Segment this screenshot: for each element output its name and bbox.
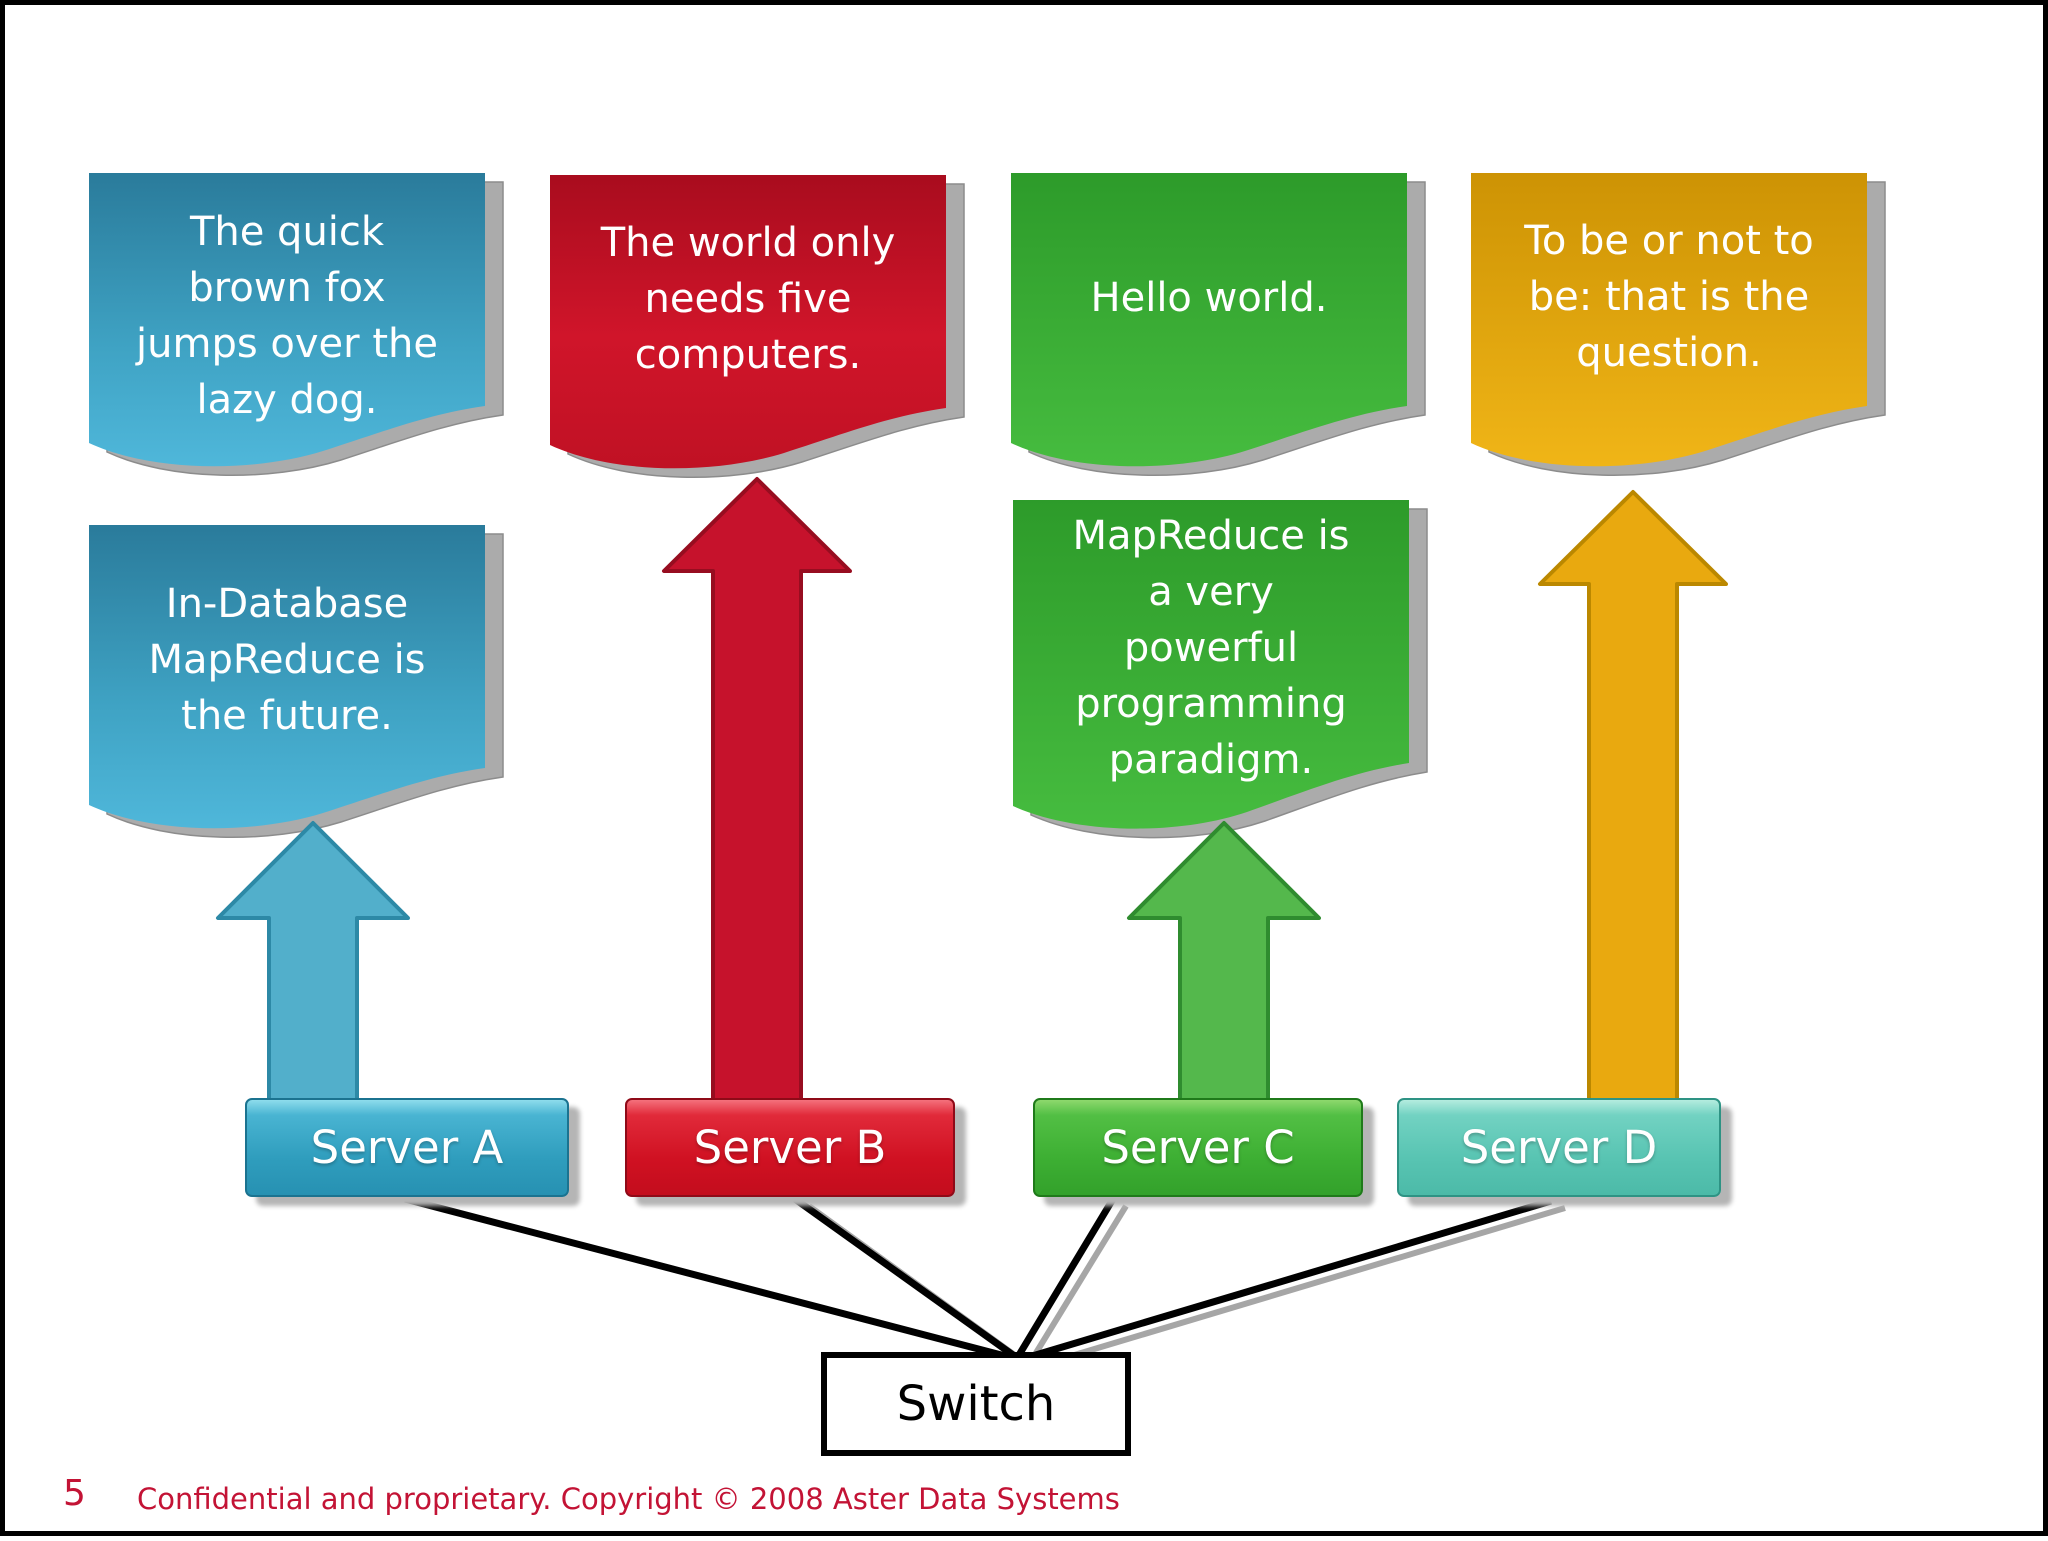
banner-flag-shape <box>1011 173 1426 476</box>
switch-label: Switch <box>896 1376 1056 1432</box>
server-d-box: Server D <box>1397 1098 1721 1197</box>
banner-line: question. <box>1576 330 1762 376</box>
banner-line: computers. <box>634 332 862 378</box>
banner-line: MapReduce is <box>148 637 426 683</box>
connection-shadow-d <box>1040 1205 1566 1368</box>
banner-line: MapReduce is <box>1072 513 1350 559</box>
banner-line: lazy dog. <box>196 376 378 423</box>
page-number: 5 <box>63 1473 86 1514</box>
banner-quote-hello-world: Hello world. <box>1011 173 1431 503</box>
banner-line: The quick <box>189 208 385 255</box>
connection-a <box>404 1195 1010 1361</box>
banner-flag-shape <box>89 525 504 838</box>
connection-shadow-c <box>1028 1204 1129 1363</box>
server-a-label: Server A <box>310 1121 504 1174</box>
switch-box: Switch <box>821 1352 1131 1456</box>
banner-line: In-Database <box>165 581 409 627</box>
banner-flag-shape <box>550 175 965 478</box>
banner-quote-fox: The quick brown fox jumps over the lazy … <box>89 173 509 503</box>
network-lines-layer <box>404 1195 1566 1368</box>
server-c-label: Server C <box>1101 1121 1295 1174</box>
banner-quote-in-database: In-Database MapReduce is the future. <box>89 525 509 865</box>
connection-b <box>792 1196 1016 1358</box>
banner-flag-shape <box>89 173 504 476</box>
banner-line: programming <box>1075 681 1347 727</box>
banner-quote-to-be: To be or not to be: that is the question… <box>1471 173 1891 503</box>
banner-flag-shape <box>1013 500 1428 839</box>
upload-arrows-layer <box>216 477 1728 1105</box>
banner-line: the future. <box>181 693 393 739</box>
connection-d <box>1027 1197 1553 1361</box>
banner-quote-paradigm: MapReduce is a very powerful programming… <box>1013 500 1433 850</box>
banner-quote-five-computers: The world only needs five computers. <box>550 175 970 505</box>
banner-line: a very <box>1148 569 1274 615</box>
banner-flag-shape <box>1471 173 1886 476</box>
server-a-box: Server A <box>245 1098 569 1197</box>
banner-line: powerful <box>1123 625 1299 671</box>
server-b-label: Server B <box>693 1121 887 1174</box>
footer-text: Confidential and proprietary. Copyright … <box>137 1482 1120 1516</box>
banner-line: To be or not to <box>1524 218 1814 264</box>
banner-line: jumps over the <box>136 320 438 367</box>
banner-line: brown fox <box>188 264 386 311</box>
server-c-box: Server C <box>1033 1098 1363 1197</box>
banner-line: needs five <box>644 276 852 322</box>
banner-line: The world only <box>600 220 896 266</box>
banner-line: be: that is the <box>1528 274 1810 320</box>
banner-line: paradigm. <box>1108 737 1314 783</box>
connection-c <box>1016 1197 1116 1357</box>
server-d-label: Server D <box>1460 1121 1658 1174</box>
banner-line: Hello world. <box>1090 275 1328 321</box>
server-b-box: Server B <box>625 1098 955 1197</box>
